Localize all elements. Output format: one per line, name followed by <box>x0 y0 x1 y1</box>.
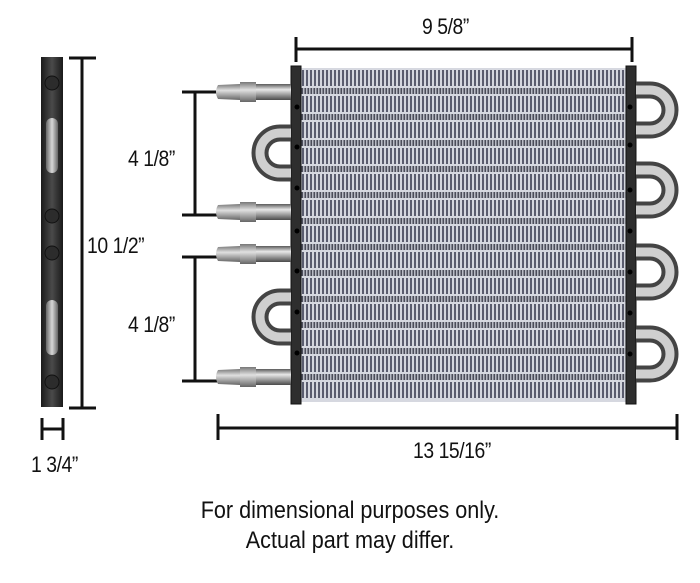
side-view <box>41 57 63 407</box>
height-dimension-line <box>69 56 96 410</box>
disclaimer-line-1: For dimensional purposes only. <box>200 497 500 524</box>
fitting-1 <box>216 82 291 102</box>
port-spacing-lines <box>182 90 232 383</box>
disclaimer-line-2: Actual part may differ. <box>245 527 455 554</box>
right-u-bends <box>636 81 679 383</box>
overall-width-dimension-line <box>216 414 679 440</box>
fitting-3 <box>216 244 291 264</box>
fitting-2 <box>216 202 291 222</box>
upper-port-spacing-label: 4 1/8” <box>128 146 175 171</box>
fitting-4 <box>216 367 291 387</box>
depth-label: 1 3/4” <box>31 452 78 477</box>
overall-width-label: 13 15/16” <box>413 438 491 463</box>
lower-port-spacing-label: 4 1/8” <box>128 312 175 337</box>
left-u-bends <box>251 124 291 346</box>
core-width-label: 9 5/8” <box>422 14 469 39</box>
depth-dimension-line <box>40 418 65 440</box>
fin-rows <box>300 70 626 398</box>
core-width-dimension-line <box>294 37 634 62</box>
left-end-tank <box>290 65 302 405</box>
right-end-tank <box>625 65 637 405</box>
cooler-core <box>290 65 637 405</box>
inlet-fittings <box>216 82 291 387</box>
overall-height-label: 10 1/2” <box>87 233 145 258</box>
